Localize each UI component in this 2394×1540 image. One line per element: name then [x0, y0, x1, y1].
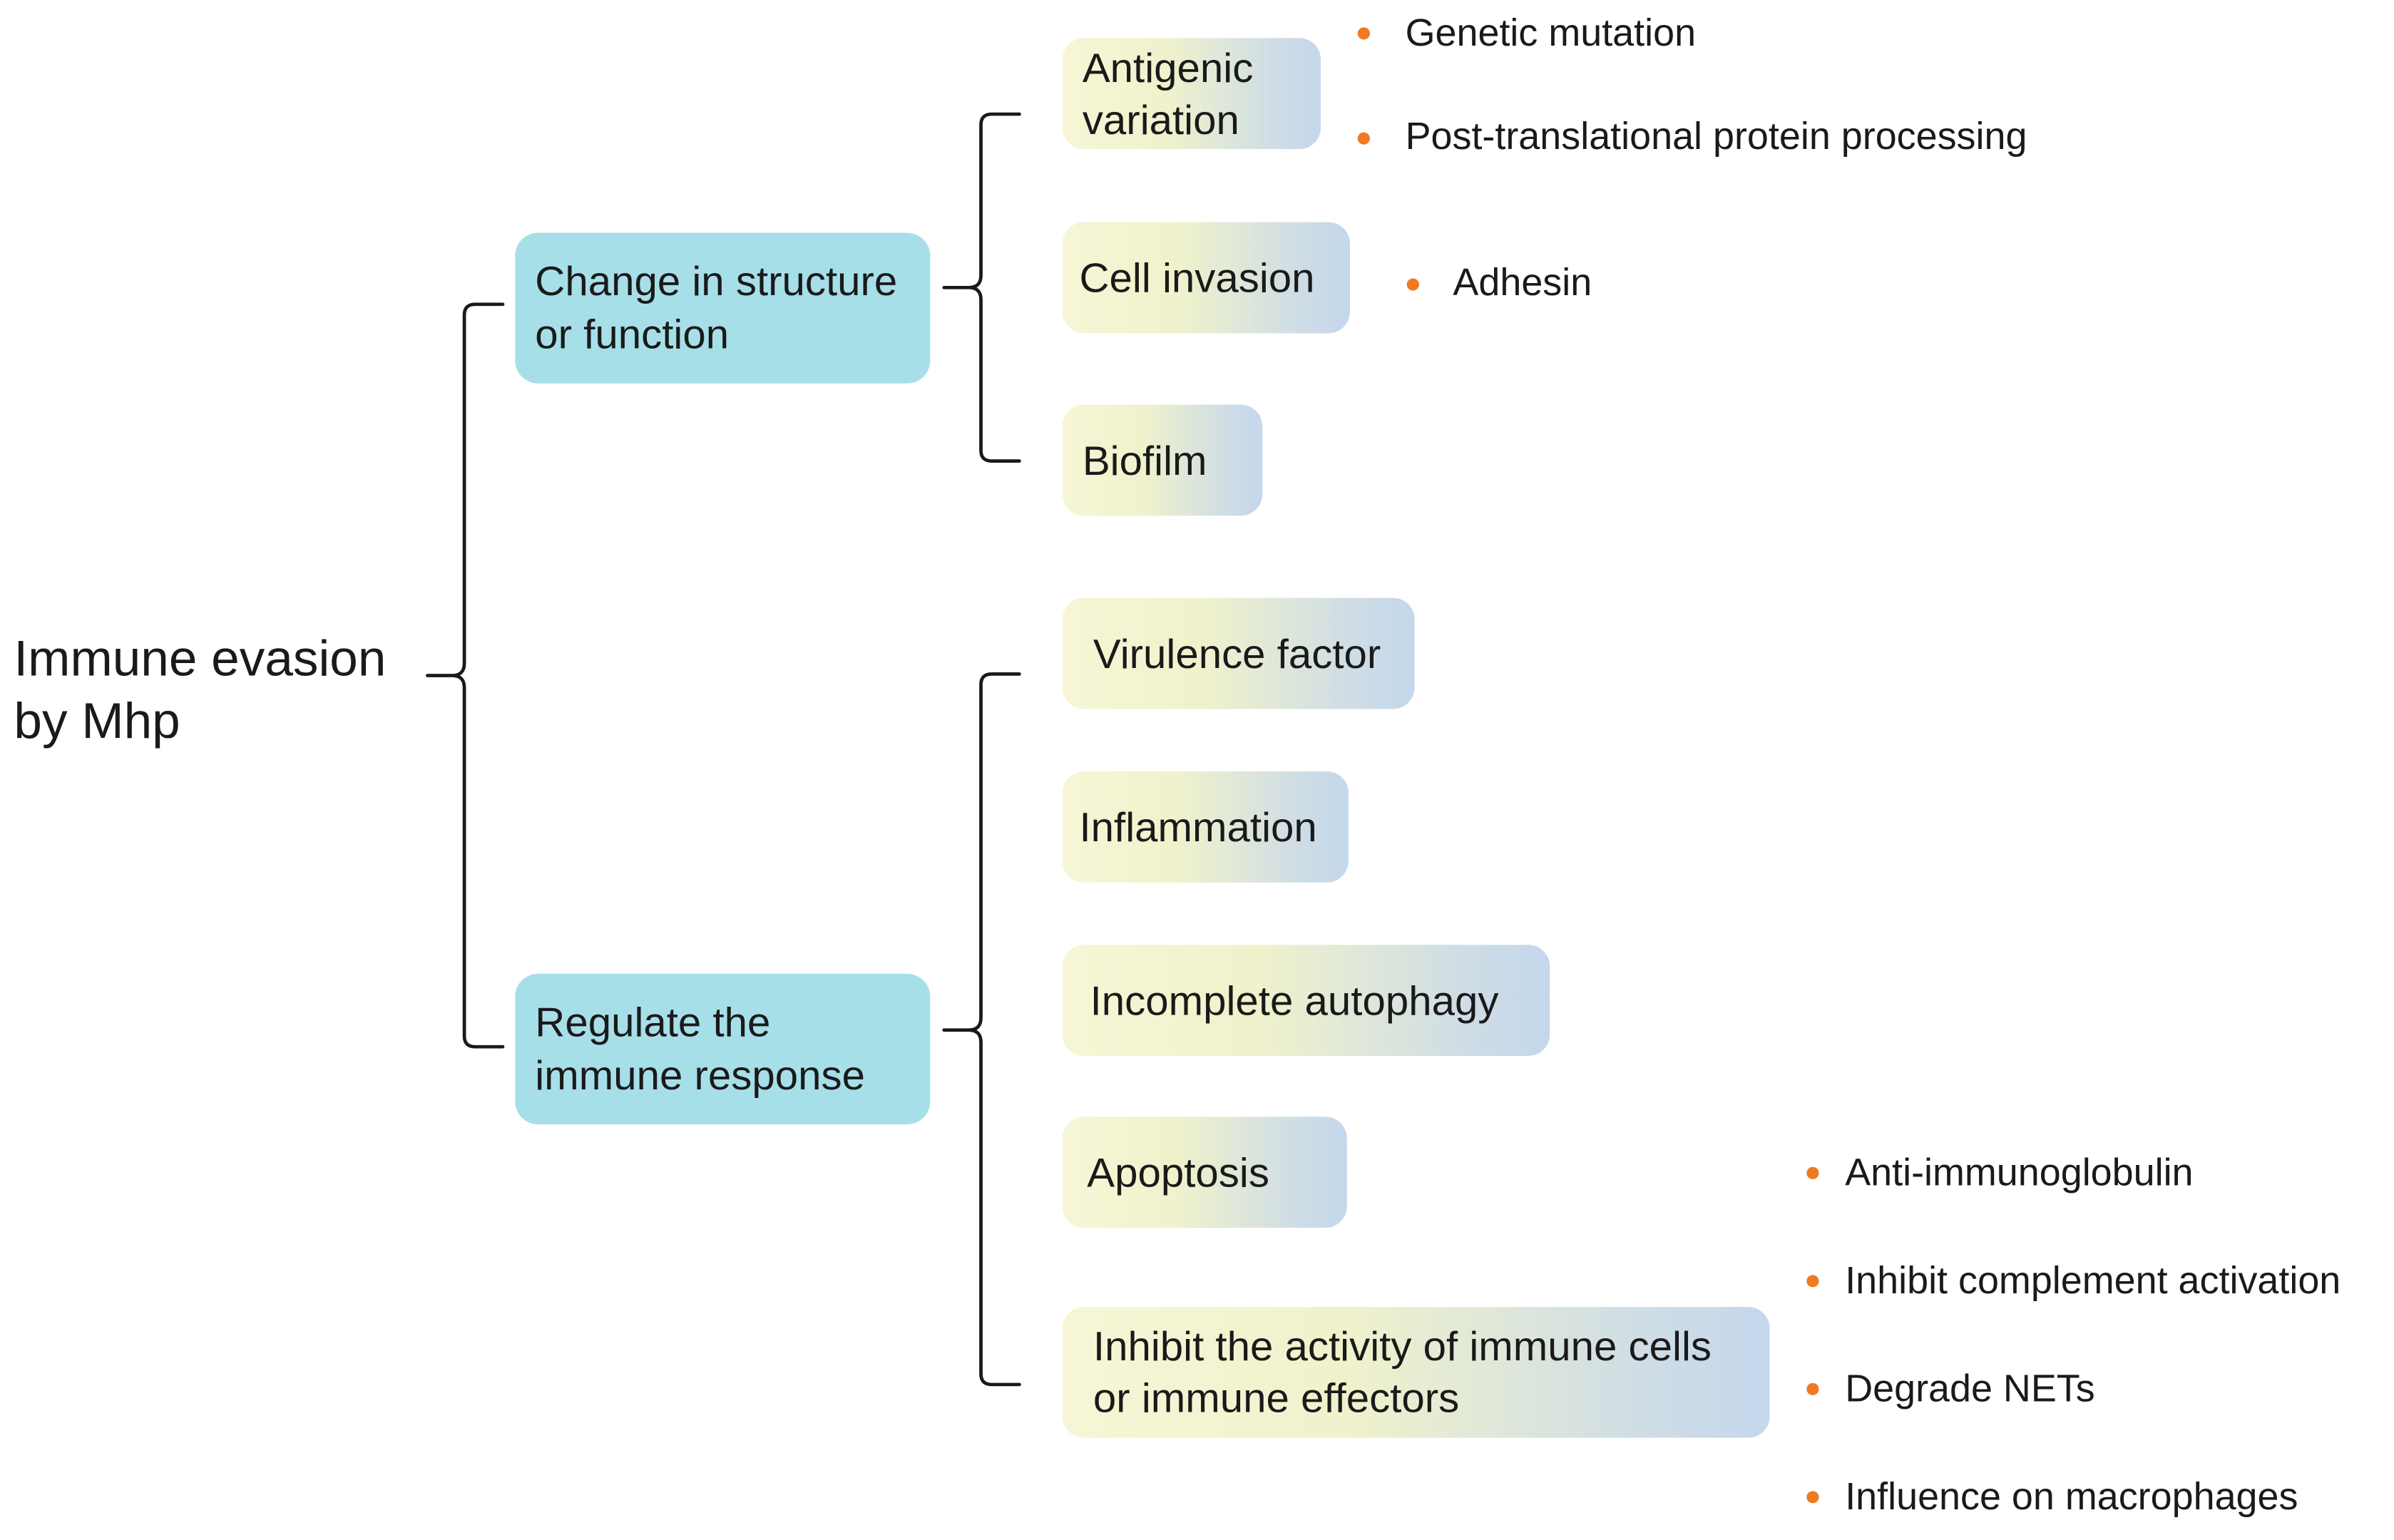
detail-adhesin: Adhesin	[1453, 262, 1592, 304]
leaf-label: Virulence factor	[1093, 630, 1381, 677]
root-bracket	[425, 302, 505, 1049]
detail-macrophages: Influence on macrophages	[1845, 1475, 2298, 1519]
branch-label-line2: immune response	[535, 1052, 865, 1098]
bullet-icon	[1806, 1382, 1819, 1395]
leaf-node-apoptosis: Apoptosis	[1062, 1116, 1347, 1228]
root-label-line2: by Mhp	[14, 692, 180, 749]
leaf-label: Cell invasion	[1079, 255, 1315, 301]
bullet-icon	[1406, 278, 1419, 291]
leaf-node-cell-invasion: Cell invasion	[1062, 222, 1350, 334]
leaf-label-line2: or immune effectors	[1093, 1375, 1460, 1422]
branch-label-line2: or function	[535, 311, 730, 357]
detail-degrade-nets: Degrade NETs	[1845, 1367, 2095, 1411]
leaf-label: Biofilm	[1082, 437, 1207, 483]
leaf-node-incomplete-autophagy: Incomplete autophagy	[1062, 945, 1550, 1056]
bullet-icon	[1806, 1491, 1819, 1504]
bullet-icon	[1357, 132, 1370, 145]
leaf-label: Apoptosis	[1087, 1149, 1269, 1196]
regulate-bracket	[942, 672, 1021, 1387]
root-label-line1: Immune evasion	[14, 630, 387, 687]
branch-label-line1: Change in structure	[535, 257, 898, 304]
bullet-icon	[1357, 27, 1370, 40]
leaf-node-virulence-factor: Virulence factor	[1062, 597, 1415, 709]
leaf-node-biofilm: Biofilm	[1062, 404, 1263, 516]
branch-node-structure: Change in structure or function	[515, 232, 931, 384]
leaf-node-inhibit-immune-activity: Inhibit the activity of immune cells or …	[1062, 1307, 1770, 1438]
branch-node-regulate: Regulate the immune response	[515, 973, 931, 1125]
detail-anti-immunoglobulin: Anti-immunoglobulin	[1845, 1151, 2194, 1195]
leaf-label: Incomplete autophagy	[1090, 977, 1499, 1024]
bullet-icon	[1806, 1166, 1819, 1179]
leaf-label: Inflammation	[1079, 804, 1317, 850]
leaf-label-line2: variation	[1082, 96, 1239, 143]
detail-post-translational: Post-translational protein processing	[1405, 115, 2027, 158]
branch-label-line1: Regulate the	[535, 998, 771, 1044]
detail-genetic-mutation: Genetic mutation	[1405, 12, 1697, 55]
detail-inhibit-complement: Inhibit complement activation	[1845, 1259, 2341, 1303]
root-node: Immune evasion by Mhp	[14, 627, 386, 751]
leaf-label-line1: Antigenic	[1082, 44, 1254, 91]
leaf-label-line1: Inhibit the activity of immune cells	[1093, 1323, 1712, 1370]
bullet-icon	[1806, 1275, 1819, 1288]
leaf-node-inflammation: Inflammation	[1062, 771, 1349, 883]
structure-bracket	[942, 112, 1021, 463]
leaf-node-antigenic-variation: Antigenic variation	[1062, 38, 1321, 150]
